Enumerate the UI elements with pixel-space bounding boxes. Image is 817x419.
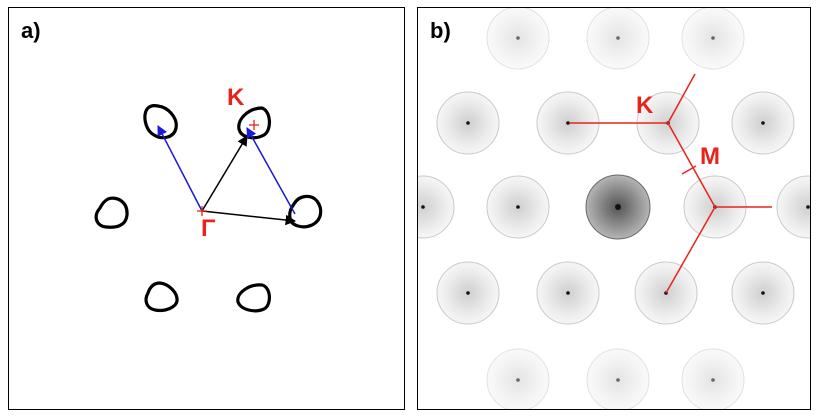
pocket-top-left	[143, 104, 178, 140]
pocket-bottom-right	[236, 283, 271, 313]
blob-center-dot	[615, 204, 621, 210]
fermi-pockets	[94, 104, 323, 313]
panel-a: a) K Γ	[8, 7, 405, 410]
pattern-blobs	[418, 8, 810, 409]
blob-center-dot	[566, 291, 570, 295]
black-arrow-up	[201, 135, 248, 212]
blue-arrow-left	[157, 125, 203, 212]
blob-center-dot	[711, 36, 715, 40]
blob-center-dot	[421, 205, 425, 209]
k-point-label: K	[227, 84, 245, 111]
blob-center-dot	[616, 378, 620, 382]
blob-center-dot	[516, 205, 520, 209]
blob-center-dot	[761, 291, 765, 295]
blob-center-dot	[516, 378, 520, 382]
blob-center-dot	[761, 121, 765, 125]
gamma-point-label: Γ	[201, 215, 216, 242]
blob-center-dot	[516, 36, 520, 40]
k-point-label-b: K	[636, 92, 654, 119]
panel-b-label: b)	[430, 18, 451, 43]
blue-arrow-right	[246, 127, 296, 215]
blob-center-dot	[616, 36, 620, 40]
pocket-right	[288, 194, 323, 229]
black-arrow-right	[201, 210, 297, 226]
bz-path	[569, 73, 772, 294]
blob-center-dot	[806, 205, 810, 209]
blob-center-dot	[566, 121, 570, 125]
panel-a-label: a)	[21, 18, 41, 43]
pocket-bottom-left	[144, 281, 179, 313]
blob-center-dot	[711, 378, 715, 382]
pattern-blob	[776, 175, 810, 239]
blob-center-dot	[466, 291, 470, 295]
gamma-marker	[197, 206, 207, 216]
m-point-label: M	[700, 143, 720, 170]
panel-a-diagram	[94, 104, 323, 313]
panel-b: b) K M	[417, 7, 811, 410]
k-marker	[249, 120, 259, 130]
panel-b-pattern	[418, 8, 810, 409]
blob-center-dot	[466, 121, 470, 125]
pocket-left	[94, 196, 129, 229]
pattern-blob	[418, 175, 455, 239]
